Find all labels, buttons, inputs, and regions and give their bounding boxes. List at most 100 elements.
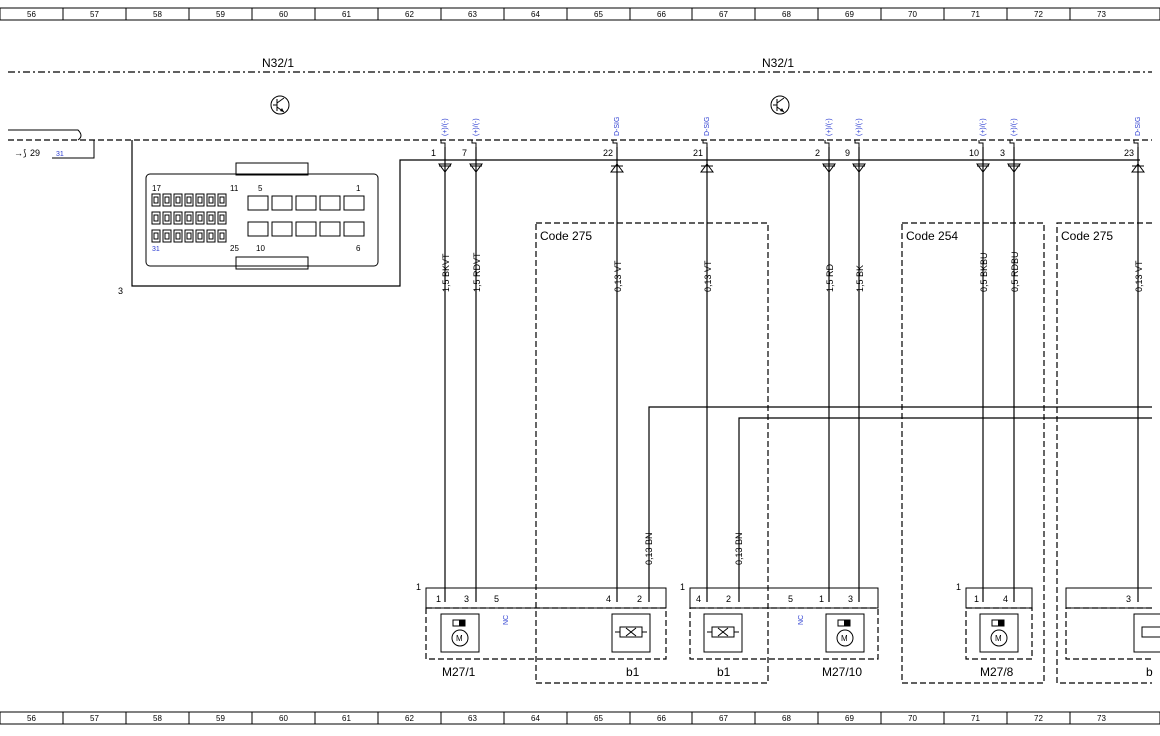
svg-text:M: M (995, 634, 1002, 643)
svg-text:10: 10 (256, 244, 265, 253)
transistor-icon (770, 95, 790, 115)
motor-icon: M (979, 613, 1019, 653)
ruler-label: 64 (531, 10, 540, 19)
transistor-icon (270, 95, 290, 115)
ruler-label: 63 (468, 10, 477, 19)
motor-icon: M (440, 613, 480, 653)
svg-text:M: M (456, 634, 463, 643)
pin-number: 2 (815, 148, 820, 158)
pin-3: (+)/(-)30,5 RDBU (1000, 118, 1021, 602)
pins-layer: (+)/(-)11,5 BKVT(+)/(-)71,5 RDVTD-SIG220… (431, 117, 1145, 602)
ruler-label: 62 (405, 10, 414, 19)
sensor-icon (703, 613, 743, 653)
component-box-m27-10 (689, 607, 879, 660)
pin-number: 21 (693, 148, 703, 158)
bus-tail (52, 140, 95, 159)
svg-text:25: 25 (230, 244, 239, 253)
ruler-label: 57 (90, 10, 99, 19)
bus-pin-29: 29 (30, 148, 40, 158)
pin-tag: D-SIG (614, 117, 621, 136)
svg-text:5: 5 (494, 594, 499, 604)
ruler-label: 68 (782, 714, 791, 723)
component-ref-1: 1 (416, 582, 421, 592)
ruler-label: 58 (153, 10, 162, 19)
pin-9: (+)/(-)91,5 BK (845, 118, 866, 602)
ruler-label: 56 (27, 714, 36, 723)
pin-number: 1 (431, 148, 436, 158)
svg-text:4: 4 (696, 594, 701, 604)
pin-number: 3 (1000, 148, 1005, 158)
pin-number: 23 (1124, 148, 1134, 158)
connector-housing-outline (131, 140, 1140, 287)
pin-7: (+)/(-)71,5 RDVT (462, 118, 483, 602)
pin-tag: D-SIG (704, 117, 711, 136)
code-label-a: Code 275 (540, 229, 592, 243)
pin-number: 9 (845, 148, 850, 158)
ruler-label: 60 (279, 714, 288, 723)
ruler-label: 73 (1097, 714, 1106, 723)
ruler-label: 66 (657, 10, 666, 19)
ruler-label: 62 (405, 714, 414, 723)
svg-text:1: 1 (436, 594, 441, 604)
wire-label: 0,5 BKBU (979, 252, 989, 292)
pin-number: 7 (462, 148, 467, 158)
svg-text:11: 11 (230, 184, 239, 193)
ruler-label: 70 (908, 10, 917, 19)
svg-text:6: 6 (356, 244, 361, 253)
motor-icon: M (825, 613, 865, 653)
component-label-b1-a: b1 (626, 665, 640, 679)
ruler-label: 56 (27, 10, 36, 19)
component-box-m27-8 (965, 607, 1033, 660)
ruler-label: 57 (90, 714, 99, 723)
svg-text:3: 3 (848, 594, 853, 604)
component-ref-3: 1 (956, 582, 961, 592)
ruler-label: 65 (594, 714, 603, 723)
ruler-label: 70 (908, 714, 917, 723)
component-header-1 (425, 587, 667, 609)
pin-number: 22 (603, 148, 613, 158)
ruler-label: 73 (1097, 10, 1106, 19)
component-label-b1-b: b1 (717, 665, 731, 679)
component-label-b1-c: b (1146, 665, 1153, 679)
code-box-275-c (1056, 222, 1152, 684)
connector-face: 17 11 5 1 31 25 10 6 (145, 162, 379, 270)
component-label-m27-1: M27/1 (442, 665, 476, 679)
ruler-label: 59 (216, 10, 225, 19)
bn-wire-label-2: 0,13 BN (734, 532, 744, 565)
sensor-icon (611, 613, 651, 653)
code-label-c: Code 275 (1061, 229, 1113, 243)
pin-tag: (+)/(-) (826, 118, 833, 136)
svg-text:1: 1 (356, 184, 361, 193)
ruler-label: 69 (845, 10, 854, 19)
svg-text:31: 31 (152, 246, 160, 253)
connector-ref: 3 (118, 286, 123, 296)
bus-arrow: →⟆ (14, 148, 27, 158)
bn-wire-1 (648, 406, 1152, 602)
pin-10: (+)/(-) 10 0,5 BKBU (969, 118, 990, 602)
component-box-m27-1 (425, 607, 667, 660)
ruler-label: 67 (719, 10, 728, 19)
wire-label: 1,5 BKVT (441, 253, 451, 292)
ruler-label: 59 (216, 714, 225, 723)
ruler-label: 67 (719, 714, 728, 723)
code-box-275-a (535, 222, 769, 684)
pin-number: 10 (969, 148, 979, 158)
bn-wire-label-1: 0,13 BN (644, 532, 654, 565)
wire-label: 1,5 BK (855, 265, 865, 292)
pin-tag: (+)/(-) (1011, 118, 1018, 136)
svg-text:2: 2 (637, 594, 642, 604)
ruler-label: 64 (531, 714, 540, 723)
ruler-label: 58 (153, 714, 162, 723)
sensor-icon (1133, 613, 1160, 653)
ruler-label: 63 (468, 714, 477, 723)
ruler-label: 65 (594, 10, 603, 19)
wire-label: 1,5 RDVT (472, 252, 482, 292)
ruler-label: 72 (1034, 714, 1043, 723)
pin-tag: (+)/(-) (980, 118, 987, 136)
component-ref-2: 1 (680, 582, 685, 592)
